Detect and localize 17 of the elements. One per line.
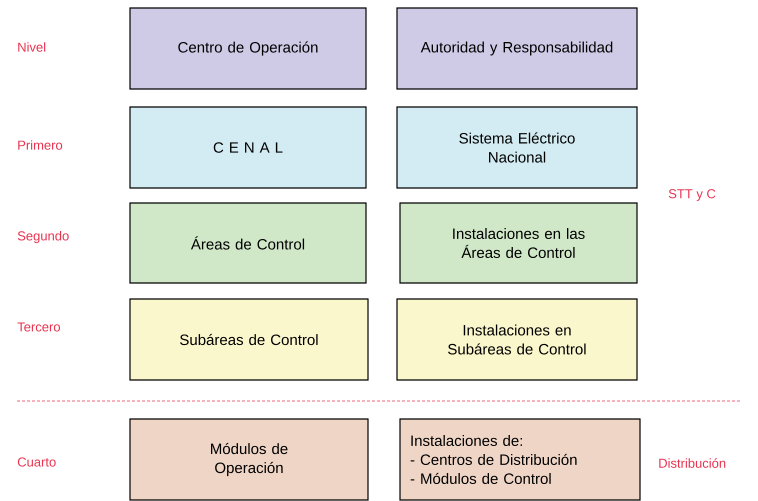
level-label: Cuarto (18, 457, 56, 467)
level-box: Áreas de Control (129, 202, 367, 284)
level-label: Tercero (18, 322, 60, 332)
level-box: Instalaciones en Subáreas de Control (396, 298, 638, 381)
level-label: Primero (18, 140, 62, 150)
level-label: Segundo (18, 230, 69, 244)
level-box: Módulos de Operación (129, 418, 369, 501)
level-box: C E N A L (129, 106, 367, 189)
level-box: Sistema Eléctrico Nacional (396, 106, 638, 189)
level-label: Nivel (18, 42, 46, 52)
level-box: Autoridad y Responsabilidad (396, 7, 638, 90)
level-label: STT y C (668, 189, 716, 201)
level-label: Distribución (659, 458, 726, 468)
level-box: Instalaciones en las Áreas de Control (399, 202, 638, 284)
level-box: Subáreas de Control (129, 298, 369, 381)
level-box: Instalaciones de: - Centros de Distribución - Módulos de Control (399, 418, 641, 501)
level-box: Centro de Operación (129, 7, 367, 90)
